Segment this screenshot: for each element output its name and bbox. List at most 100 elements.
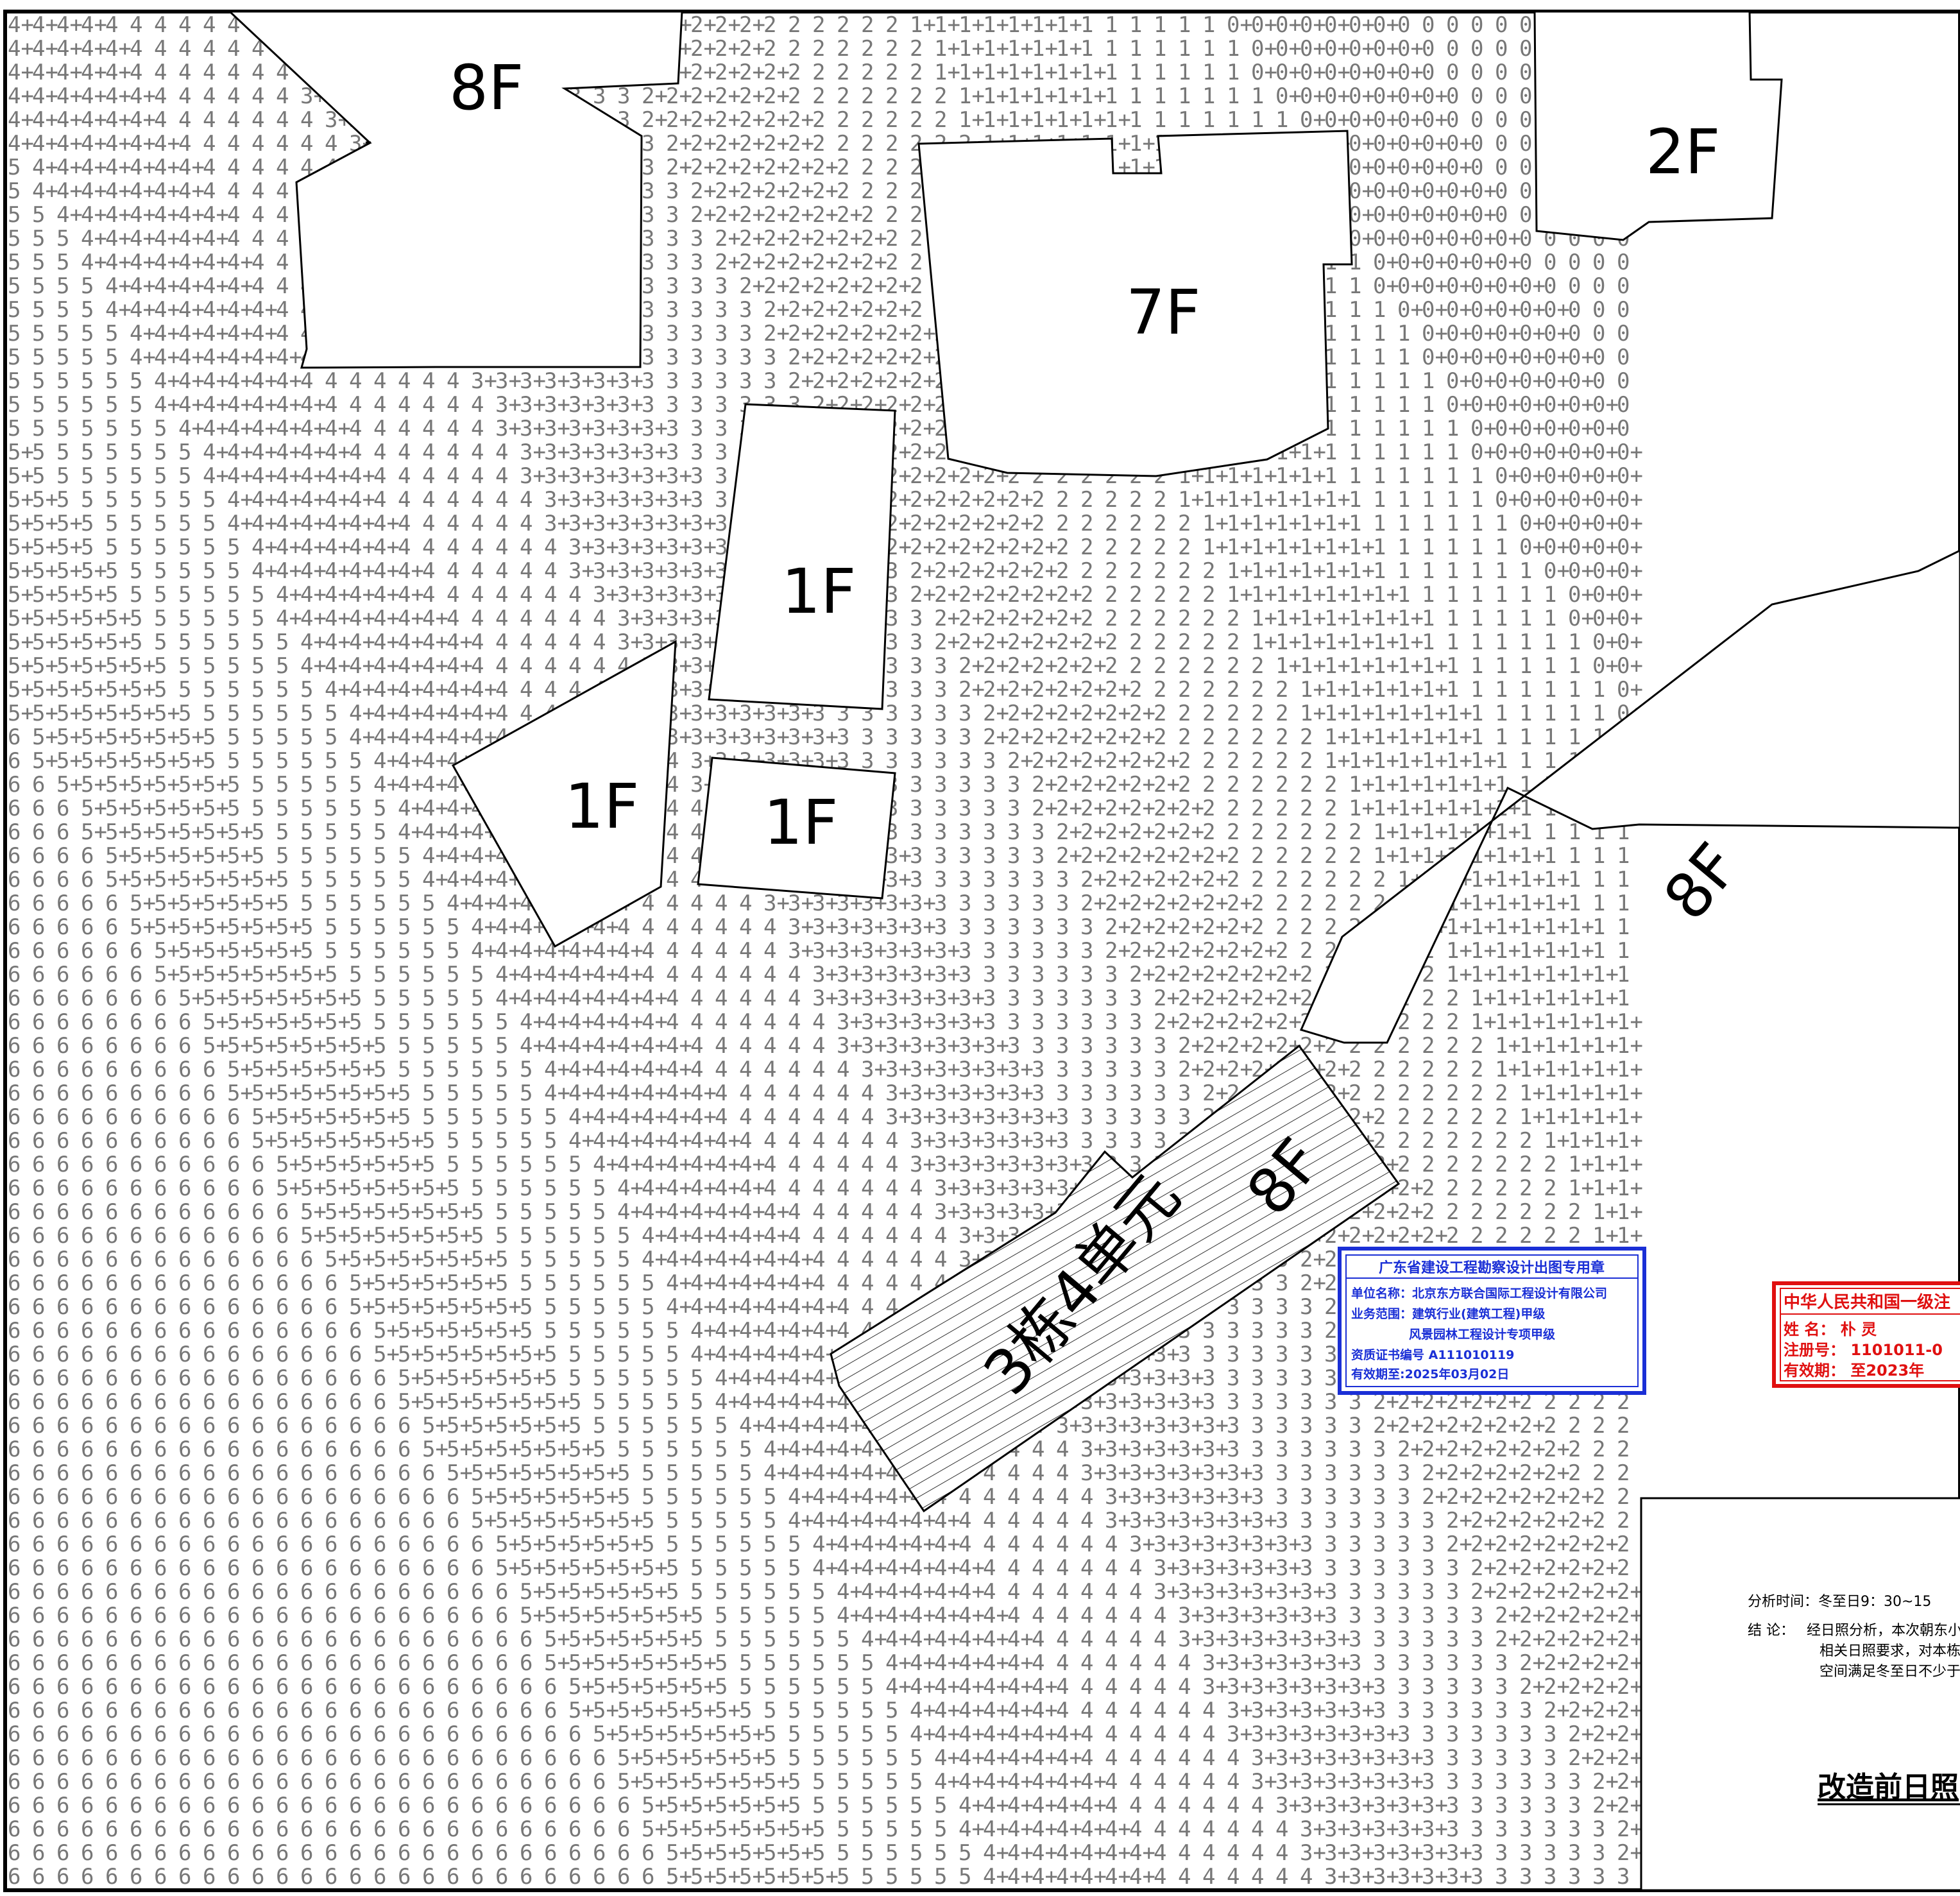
grid-value: 6	[105, 1627, 118, 1652]
grid-value: 4	[276, 155, 289, 180]
grid-value: 2	[910, 178, 923, 204]
grid-value: 4	[690, 938, 703, 964]
grid-value: 3+	[1007, 1152, 1034, 1177]
grid-value: 0+	[1470, 368, 1497, 394]
grid-value: 6	[422, 1627, 435, 1652]
grid-value: 0+	[1568, 440, 1594, 465]
grid-value: 6	[520, 1745, 533, 1771]
grid-value: 4	[690, 986, 703, 1011]
grid-value: 3+	[812, 938, 839, 964]
grid-value: 5+	[203, 938, 229, 964]
grid-value: 0	[1446, 60, 1459, 85]
grid-value: 5+	[373, 1104, 400, 1130]
grid-value: 4	[812, 1223, 825, 1249]
grid-value: 4	[1202, 1745, 1215, 1771]
grid-value: 1+	[1324, 582, 1351, 608]
grid-value: 6	[203, 1080, 216, 1106]
grid-value: 2+	[1007, 653, 1034, 679]
grid-value: 5	[666, 1532, 679, 1557]
grid-value: 4+	[373, 701, 400, 726]
grid-value: 5	[666, 1389, 679, 1415]
grid-value: 1	[1568, 891, 1581, 916]
grid-value: 6	[227, 1627, 240, 1652]
grid-value: 4+	[739, 1247, 765, 1272]
grid-value: 5	[666, 1555, 679, 1581]
grid-value: 3	[1105, 986, 1118, 1011]
grid-value: 6	[32, 1698, 45, 1723]
grid-value: 6	[227, 1104, 240, 1130]
grid-value: 2	[1568, 1389, 1581, 1415]
grid-value: 4	[885, 1199, 898, 1225]
grid-value: 2	[1227, 867, 1240, 892]
grid-value: 3+	[1202, 1437, 1229, 1462]
grid-value: 0+	[1568, 392, 1594, 418]
grid-value: 2+	[837, 368, 863, 394]
grid-value: 4	[422, 487, 435, 513]
grid-value: 6	[81, 1437, 94, 1462]
grid-value: 0+	[1373, 155, 1399, 180]
grid-value: 4+	[276, 534, 302, 560]
grid-value: 4+	[666, 1057, 692, 1082]
grid-value: 1+	[910, 12, 936, 38]
grid-value: 1+	[1300, 487, 1326, 513]
grid-value: 6	[105, 1152, 118, 1177]
grid-value: 5+	[276, 938, 302, 964]
grid-value: 0	[1592, 368, 1605, 394]
grid-value: 0+	[1446, 273, 1472, 299]
grid-value: 6	[130, 1128, 142, 1154]
grid-value: 1	[1397, 440, 1410, 465]
grid-value: 3	[1202, 1389, 1215, 1415]
grid-value: 4	[1080, 1532, 1093, 1557]
grid-value: 0+	[1544, 368, 1570, 394]
grid-value: 2+	[1373, 1413, 1399, 1439]
grid-value: 4	[666, 843, 679, 869]
grid-value: 4	[130, 12, 142, 38]
grid-value: 3	[910, 724, 923, 750]
grid-value: 5+	[666, 1650, 692, 1676]
grid-value: 4+	[130, 131, 156, 157]
grid-value: 5	[422, 1128, 435, 1154]
grid-value: 0+	[1300, 83, 1326, 109]
grid-value: 4	[812, 1270, 825, 1296]
grid-value: 4+	[276, 558, 302, 584]
grid-value: 3+	[1154, 1579, 1180, 1605]
grid-value: 4+	[81, 155, 107, 180]
grid-value: 6	[154, 1247, 167, 1272]
grid-value: 4+	[983, 1650, 1009, 1676]
grid-value: 6	[32, 843, 45, 869]
grid-value: 6	[251, 1223, 264, 1249]
grid-value: 3	[1544, 1745, 1556, 1771]
grid-value: 6	[130, 1579, 142, 1605]
grid-value: 4+	[910, 1555, 936, 1581]
grid-value: 3+	[861, 1057, 887, 1082]
grid-value: 2+	[1129, 938, 1155, 964]
grid-value: 6	[276, 1389, 289, 1415]
grid-value: 2	[934, 107, 947, 133]
grid-value: 5	[398, 938, 411, 964]
grid-value: 0	[1568, 321, 1581, 346]
grid-value: 6	[81, 1413, 94, 1439]
grid-value: 5+	[276, 1033, 302, 1059]
grid-value: 2+	[690, 12, 717, 38]
grid-value: 4+	[1007, 1745, 1034, 1771]
grid-value: 6	[81, 1342, 94, 1367]
grid-value: 5+	[276, 1175, 302, 1201]
grid-value: 5	[520, 1175, 533, 1201]
grid-value: 5+	[398, 1152, 424, 1177]
grid-value: 5+	[81, 701, 107, 726]
grid-value: 3+	[1105, 1389, 1131, 1415]
grid-value: 4	[520, 701, 533, 726]
grid-value: 6	[276, 1342, 289, 1367]
grid-value: 5+	[642, 1674, 668, 1700]
grid-value: 5	[690, 1627, 703, 1652]
grid-value: 6	[203, 1318, 216, 1344]
grid-value: 0+	[1446, 297, 1472, 323]
grid-value: 3	[1397, 1650, 1410, 1676]
grid-value: 1	[1105, 36, 1118, 62]
grid-value: 2+	[1080, 796, 1107, 821]
grid-value: 4+	[739, 1365, 765, 1391]
grid-value: 3	[690, 440, 703, 465]
grid-value: 1	[1592, 914, 1605, 940]
grid-value: 3	[1129, 1080, 1142, 1106]
grid-value: 6	[130, 1650, 142, 1676]
